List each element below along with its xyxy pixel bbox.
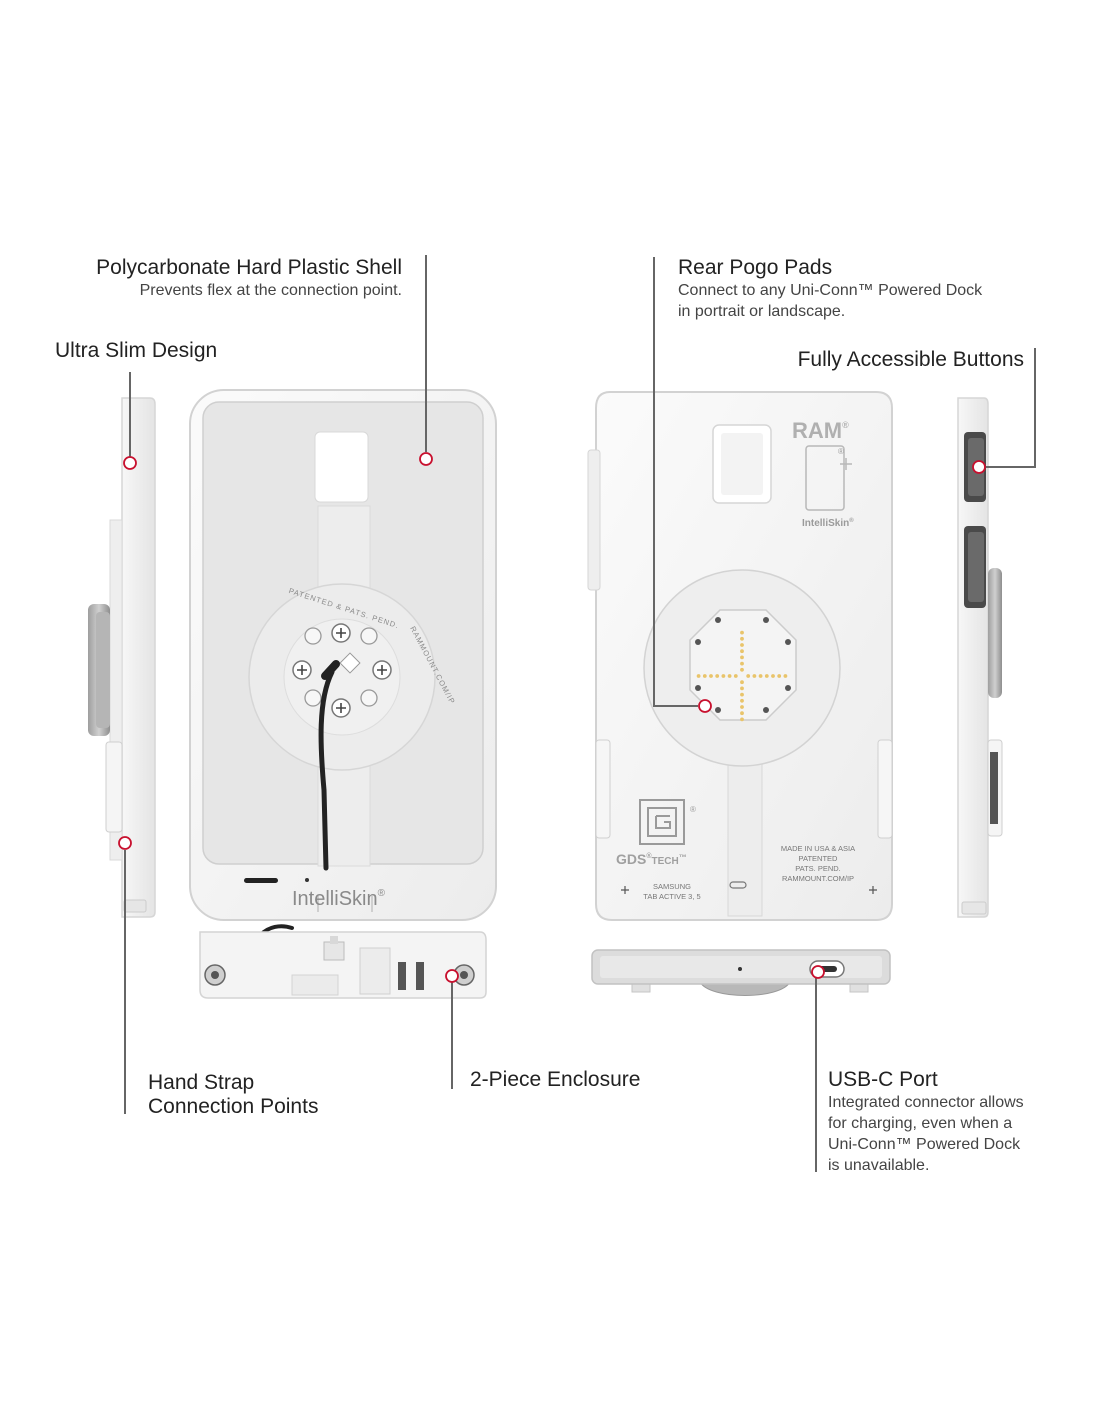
- gds-registered-mark: ®: [690, 805, 696, 814]
- pogo-pad: [752, 674, 757, 678]
- made-line-2: PATENTED: [799, 854, 838, 863]
- model-line-1: SAMSUNG: [653, 882, 691, 891]
- pogo-pad: [740, 680, 744, 685]
- intelliskin-device-icon: [805, 445, 845, 511]
- callout-description-line-3: Uni-Conn™ Powered Dock: [828, 1136, 1021, 1153]
- internal-cable: [318, 669, 335, 871]
- pogo-pad: [764, 674, 769, 678]
- callout-description-line-4: is unavailable.: [828, 1157, 930, 1174]
- pogo-pad: [727, 674, 732, 678]
- callout-title: 2-Piece Enclosure: [470, 1068, 641, 1091]
- pogo-pad: [733, 674, 738, 678]
- callout-title-line-1: Hand Strap: [148, 1071, 255, 1094]
- gds-brand-text: GDS®TECH™: [616, 851, 687, 867]
- pogo-pad: [740, 630, 744, 635]
- pogo-pad: [740, 698, 744, 703]
- screw-icon: [331, 623, 351, 643]
- pogo-pad: [783, 674, 788, 678]
- intelliskin-icon-registered: ®: [838, 447, 844, 456]
- bottom-edge-view: [591, 949, 891, 996]
- callout-usb-c-port: USB-C Port Integrated connector allows f…: [828, 1068, 1024, 1176]
- screw-icon: [372, 660, 392, 680]
- callout-title: Fully Accessible Buttons: [797, 348, 1024, 371]
- callout-title: USB-C Port: [828, 1068, 938, 1091]
- callout-description-line-2: for charging, even when a: [828, 1115, 1013, 1132]
- pogo-pad: [740, 636, 744, 641]
- callout-markers: [118, 452, 986, 983]
- pogo-pad: [740, 692, 744, 697]
- pogo-pad: [740, 667, 744, 672]
- callout-rear-pogo-pads: Rear Pogo Pads Connect to any Uni-Conn™ …: [678, 256, 982, 322]
- side-mount-puck: [988, 568, 1002, 698]
- callout-accessible-buttons: Fully Accessible Buttons: [798, 348, 1024, 372]
- pogo-pad: [740, 655, 744, 660]
- marker-ring-icon: [419, 452, 433, 466]
- screw-icon: [204, 964, 226, 986]
- screw-icon: [331, 698, 351, 718]
- made-line-4: RAMMOUNT.COM/IP: [782, 874, 854, 883]
- pogo-pad: [758, 674, 763, 678]
- marker-ring-icon: [811, 965, 825, 979]
- pogo-pad: [740, 649, 744, 654]
- pogo-pad: [715, 674, 720, 678]
- pogo-pad: [721, 674, 726, 678]
- callout-hand-strap: Hand Strap Connection Points: [148, 1071, 318, 1119]
- pogo-pad: [740, 705, 744, 709]
- strap-slot: [105, 741, 123, 833]
- callout-description-line-1: Connect to any Uni-Conn™ Powered Dock: [678, 282, 983, 299]
- pogo-pad: [740, 686, 744, 691]
- callout-ultra-slim: Ultra Slim Design: [55, 339, 217, 363]
- gds-logo-icon: [639, 799, 685, 845]
- pogo-pad: [746, 674, 751, 678]
- marker-ring-icon: [445, 969, 459, 983]
- callout-2-piece-enclosure: 2-Piece Enclosure: [470, 1068, 640, 1092]
- pogo-pad: [771, 674, 775, 678]
- left-side-profile: [88, 397, 156, 918]
- screw-icon: [292, 660, 312, 680]
- front-shell: [189, 389, 497, 921]
- pogo-pad: [740, 661, 744, 666]
- marker-ring-icon: [972, 460, 986, 474]
- leader-lines: [124, 255, 1036, 1172]
- rear-logo-text: RAM®: [792, 418, 849, 443]
- callout-description-line-1: Integrated connector allows: [828, 1094, 1024, 1111]
- right-side-profile: [957, 397, 1003, 918]
- leader-line-pogo: [653, 257, 698, 707]
- callout-description: Prevents flex at the connection point.: [139, 282, 402, 299]
- pogo-pad: [777, 674, 782, 678]
- pogo-pad: [696, 674, 701, 678]
- made-line-1: MADE IN USA & ASIA: [781, 844, 855, 853]
- callout-description-line-2: in portrait or landscape.: [678, 303, 846, 320]
- pogo-pad: [709, 674, 713, 678]
- camera-cutout: [314, 431, 369, 503]
- callout-polycarbonate-shell: Polycarbonate Hard Plastic Shell Prevent…: [96, 256, 402, 301]
- front-brand-text: IntelliSkin®: [292, 888, 386, 910]
- bottom-enclosure-piece: [199, 924, 487, 999]
- pogo-pad: [740, 711, 744, 716]
- leader-line-buttons: [985, 348, 1036, 468]
- made-line-3: PATS. PEND.: [795, 864, 841, 873]
- pogo-pad: [740, 643, 744, 647]
- marker-ring-icon: [123, 456, 137, 470]
- marker-ring-icon: [698, 699, 712, 713]
- callout-title-line-2: Connection Points: [148, 1095, 319, 1118]
- pogo-pad: [702, 674, 707, 678]
- callout-title: Polycarbonate Hard Plastic Shell: [96, 256, 402, 279]
- model-line-2: TAB ACTIVE 3, 5: [643, 892, 700, 901]
- pogo-pad: [740, 717, 744, 722]
- rear-shell: [587, 391, 893, 921]
- callout-title: Ultra Slim Design: [55, 339, 218, 362]
- pogo-pads: [696, 630, 788, 722]
- screw-icon: [453, 964, 475, 986]
- callout-title: Rear Pogo Pads: [678, 256, 833, 279]
- rear-brand-text: IntelliSkin®: [802, 517, 854, 529]
- marker-ring-icon: [118, 836, 132, 850]
